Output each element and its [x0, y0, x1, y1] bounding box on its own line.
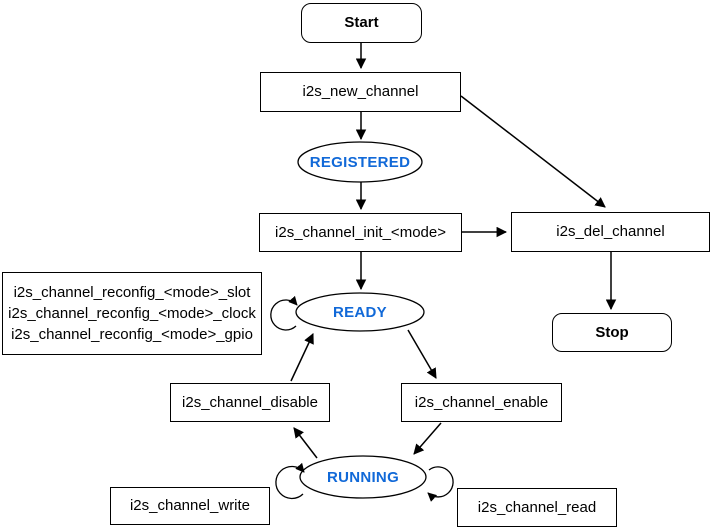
reconfig-clock-label: i2s_channel_reconfig_<mode>_clock [8, 305, 256, 322]
ready-state-label: READY [332, 303, 387, 321]
enable-label: i2s_channel_enable [414, 393, 549, 411]
registered-ellipse [297, 141, 423, 183]
stop-node: Stop [552, 313, 672, 352]
reconfig-slot-label: i2s_channel_reconfig_<mode>_slot [13, 284, 251, 301]
running-right-self-loop [427, 466, 454, 502]
enable-node: i2s_channel_enable [401, 383, 562, 422]
registered-state-label: REGISTERED [309, 153, 411, 171]
ready-ellipse [295, 292, 425, 332]
reconfig-gpio-label: i2s_channel_reconfig_<mode>_gpio [11, 326, 253, 343]
start-node: Start [301, 3, 422, 43]
write-label: i2s_channel_write [129, 497, 251, 514]
reconfig-node: i2s_channel_reconfig_<mode>_slot i2s_cha… [2, 272, 262, 355]
start-label: Start [344, 14, 379, 31]
arrow-ready-to-enable [407, 329, 437, 379]
running-ellipse [299, 455, 427, 499]
read-label: i2s_channel_read [477, 498, 597, 516]
arrow-enable-to-running [413, 422, 442, 455]
running-left-self-loop [275, 462, 305, 500]
disable-node: i2s_channel_disable [170, 383, 330, 422]
disable-label: i2s_channel_disable [182, 393, 318, 411]
new-channel-label: i2s_new_channel [302, 83, 419, 100]
arrow-new-channel-to-del-channel [460, 95, 606, 208]
arrow-running-to-disable [293, 427, 318, 459]
running-state-label: RUNNING [326, 468, 400, 486]
del-channel-label: i2s_del_channel [556, 223, 665, 240]
init-node: i2s_channel_init_<mode> [259, 213, 462, 252]
write-node: i2s_channel_write [110, 487, 270, 525]
stop-label: Stop [595, 323, 629, 341]
new-channel-node: i2s_new_channel [260, 72, 461, 112]
del-channel-node: i2s_del_channel [511, 212, 710, 252]
init-label: i2s_channel_init_<mode> [275, 223, 446, 241]
ready-self-loop [270, 295, 298, 331]
read-node: i2s_channel_read [457, 488, 617, 527]
arrow-disable-to-ready [290, 333, 314, 382]
